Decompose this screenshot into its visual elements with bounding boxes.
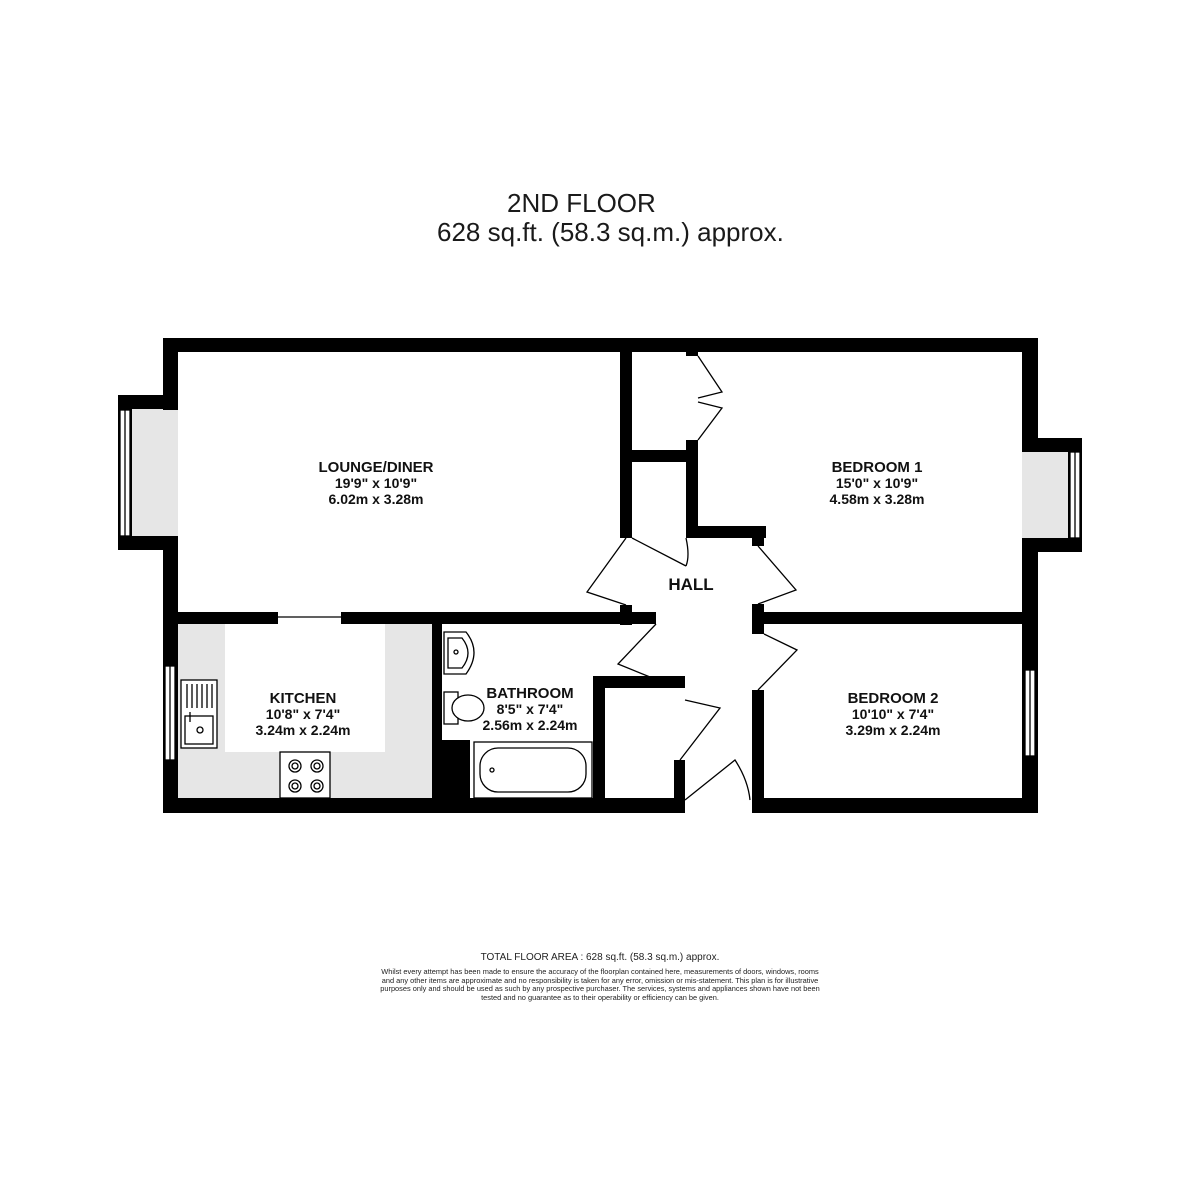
floor-title: 2ND FLOOR (507, 188, 656, 218)
room-name: BATHROOM (486, 685, 573, 702)
room-metric: 3.29m x 2.24m (846, 722, 941, 738)
footer: TOTAL FLOOR AREA : 628 sq.ft. (58.3 sq.m… (380, 952, 820, 1002)
room-imperial: 10'8" x 7'4" (266, 706, 340, 722)
walls (118, 338, 1082, 813)
room-imperial: 8'5" x 7'4" (497, 701, 564, 717)
door-swing-icon (278, 355, 799, 801)
room-bedroom-2: BEDROOM 2 10'10" x 7'4" 3.29m x 2.24m (846, 690, 941, 738)
disclaimer-text: Whilst every attempt has been made to en… (380, 967, 820, 1002)
room-hall: HALL (668, 575, 713, 594)
room-name: KITCHEN (270, 690, 337, 707)
room-name: BEDROOM 1 (832, 459, 923, 476)
window-icon (119, 409, 1081, 761)
hob-icon (279, 751, 331, 799)
room-metric: 3.24m x 2.24m (256, 722, 351, 738)
total-floor-area: TOTAL FLOOR AREA : 628 sq.ft. (58.3 sq.m… (480, 952, 720, 963)
toilet-icon (443, 691, 485, 725)
room-bedroom-1: BEDROOM 1 15'0" x 10'9" 4.58m x 3.28m (830, 459, 925, 507)
bath-icon (473, 741, 593, 799)
room-bathroom: BATHROOM 8'5" x 7'4" 2.56m x 2.24m (483, 685, 578, 733)
room-imperial: 19'9" x 10'9" (335, 475, 417, 491)
room-imperial: 15'0" x 10'9" (836, 475, 918, 491)
basin-icon (443, 631, 475, 675)
room-metric: 2.56m x 2.24m (483, 717, 578, 733)
kitchen-worktop (178, 624, 432, 798)
room-metric: 4.58m x 3.28m (830, 491, 925, 507)
floor-area: 628 sq.ft. (58.3 sq.m.) approx. (437, 217, 784, 247)
room-name: HALL (668, 575, 713, 594)
room-imperial: 10'10" x 7'4" (852, 706, 934, 722)
room-name: BEDROOM 2 (848, 690, 939, 707)
room-lounge: LOUNGE/DINER 19'9" x 10'9" 6.02m x 3.28m (318, 459, 433, 507)
kitchen-worktop-right (385, 624, 432, 754)
room-name: LOUNGE/DINER (318, 459, 433, 476)
room-metric: 6.02m x 3.28m (329, 491, 424, 507)
sink-icon (180, 679, 218, 749)
room-kitchen: KITCHEN 10'8" x 7'4" 3.24m x 2.24m (256, 690, 351, 738)
